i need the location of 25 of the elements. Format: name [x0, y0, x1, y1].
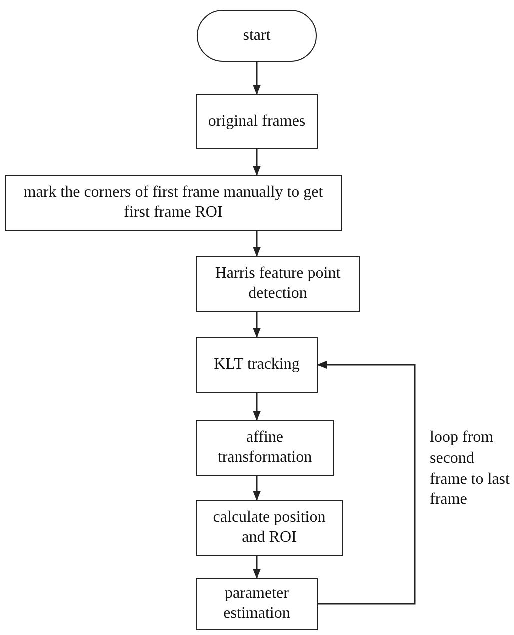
node-text: KLT tracking [214, 355, 300, 375]
terminal-box [197, 10, 317, 62]
node-text: start [243, 26, 271, 46]
arrow [253, 231, 261, 257]
process-box [196, 337, 318, 393]
node-text: calculate position and ROI [212, 508, 327, 548]
arrow [253, 312, 261, 338]
process-box [196, 500, 343, 556]
node-text: Harris feature point detection [214, 264, 342, 304]
node-text: parameter estimation [222, 584, 292, 624]
node-text: affine transformation [216, 428, 314, 468]
arrow [253, 149, 261, 176]
process-box [5, 175, 342, 231]
arrow [253, 476, 261, 501]
arrow [317, 361, 416, 605]
node-text: original frames [208, 112, 306, 132]
process-box [196, 256, 360, 312]
edge-label: loop from second frame to last frame [430, 428, 511, 510]
process-box [196, 420, 334, 476]
arrow [253, 393, 261, 421]
arrow [253, 62, 261, 95]
process-box [196, 94, 318, 149]
process-box [196, 578, 318, 630]
arrow [253, 556, 261, 579]
node-text: mark the corners of first frame manually to get first frame ROI [22, 183, 324, 223]
